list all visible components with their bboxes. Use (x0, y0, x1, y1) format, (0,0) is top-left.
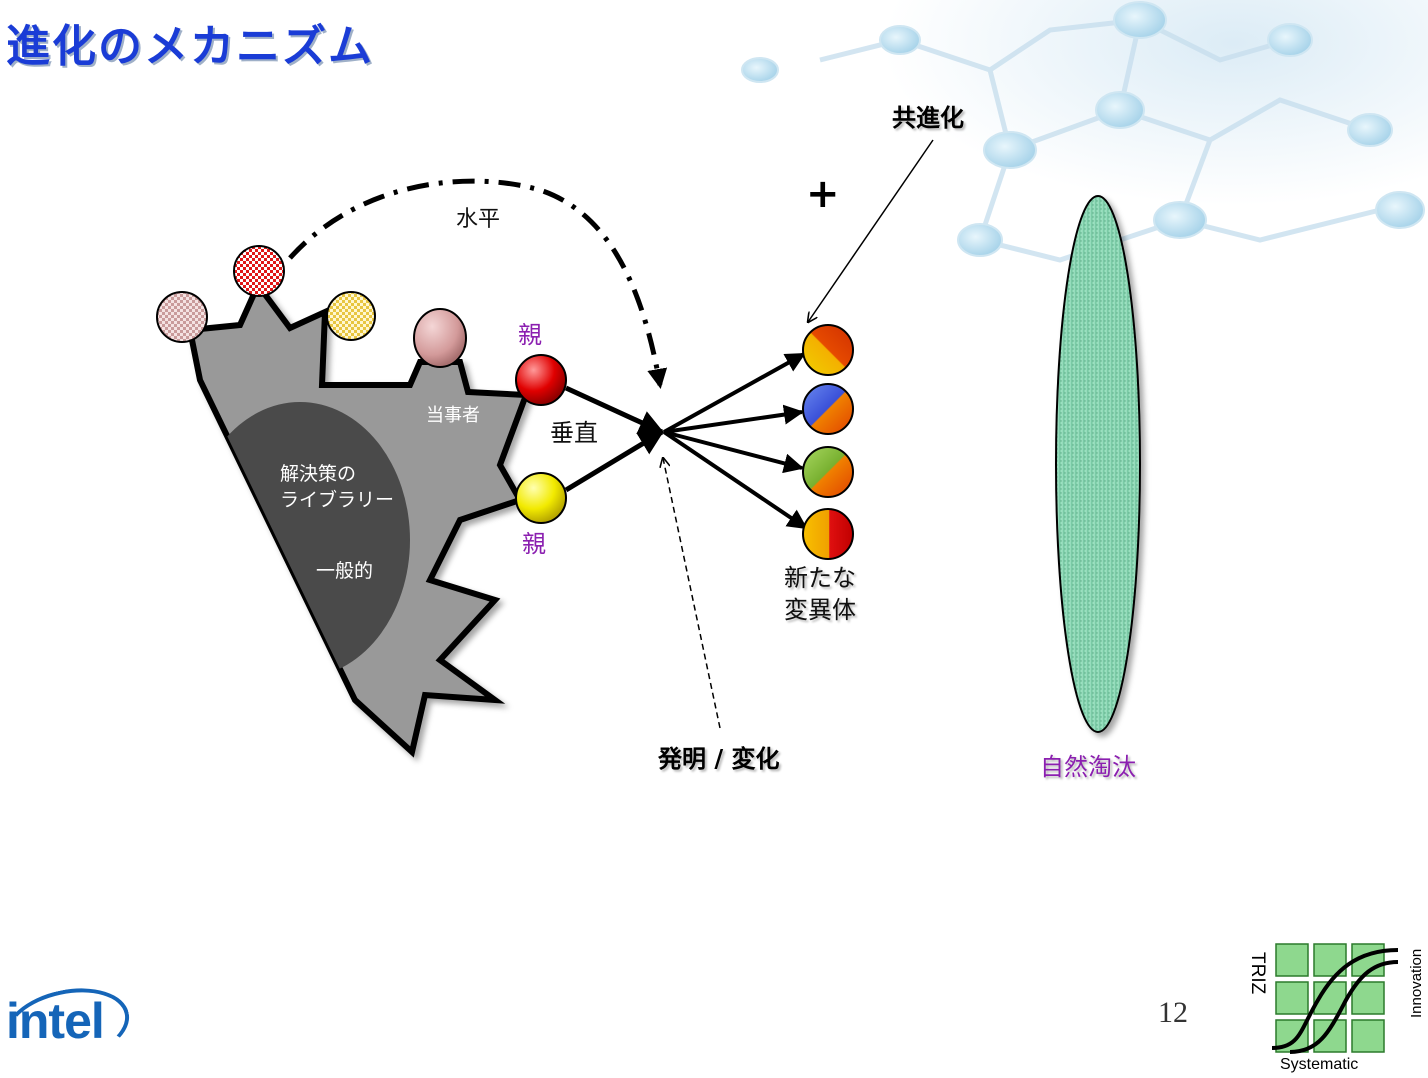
pink-checkered-sphere (156, 291, 208, 343)
variant-sphere-1 (802, 324, 854, 376)
variant-arrow-3 (663, 430, 804, 474)
parent-bottom-label: 親 (522, 530, 546, 558)
horizontal-transfer-arc (288, 178, 668, 389)
parent-red-sphere (515, 354, 567, 406)
parent-top-label: 親 (518, 321, 542, 349)
variant-arrow-2 (663, 404, 804, 434)
vertical-arrow-bottom (564, 429, 665, 493)
parent-yellow-sphere (515, 472, 567, 524)
page-number: 12 (1158, 996, 1188, 1029)
variant-sphere-4 (802, 508, 854, 560)
coevolution-arrow (808, 139, 934, 322)
library-label-line1: 解決策の (280, 463, 357, 485)
natural-selection-label: 自然淘汰 (1040, 753, 1136, 781)
yellow-checkered-sphere (326, 291, 376, 341)
invention-arrow (663, 458, 721, 729)
triz-logo (1271, 943, 1399, 1054)
variant-arrow-1 (663, 352, 806, 434)
plus-sign: + (806, 171, 840, 217)
horizontal-label: 水平 (456, 207, 501, 232)
library-region (190, 402, 410, 678)
systematic-label: Systematic (1280, 1056, 1359, 1073)
vertical-label: 垂直 (550, 419, 598, 447)
stakeholders-label: 当事者 (426, 405, 480, 426)
new-variants-line1: 新たな (784, 564, 856, 592)
slide-title: 進化のメカニズム (6, 21, 374, 72)
coevolution-label: 共進化 (892, 103, 964, 132)
general-label: 一般的 (316, 560, 374, 582)
red-checkered-sphere (233, 245, 285, 297)
triz-label: TRIZ (1247, 952, 1268, 995)
innovation-label: Innovation (1408, 948, 1425, 1018)
new-variants-line2: 変異体 (784, 596, 856, 624)
natural-selection-ellipse (1055, 195, 1141, 733)
library-label-line2: ライブラリー (280, 489, 395, 511)
intel-logo: intel (6, 993, 105, 1049)
variant-arrow-4 (662, 430, 808, 530)
variant-sphere-3 (802, 446, 854, 498)
pink-sphere (413, 308, 467, 368)
variant-sphere-2 (802, 383, 854, 435)
vertical-arrow-top (564, 385, 665, 435)
invention-label: 発明 / 変化 (658, 744, 780, 773)
